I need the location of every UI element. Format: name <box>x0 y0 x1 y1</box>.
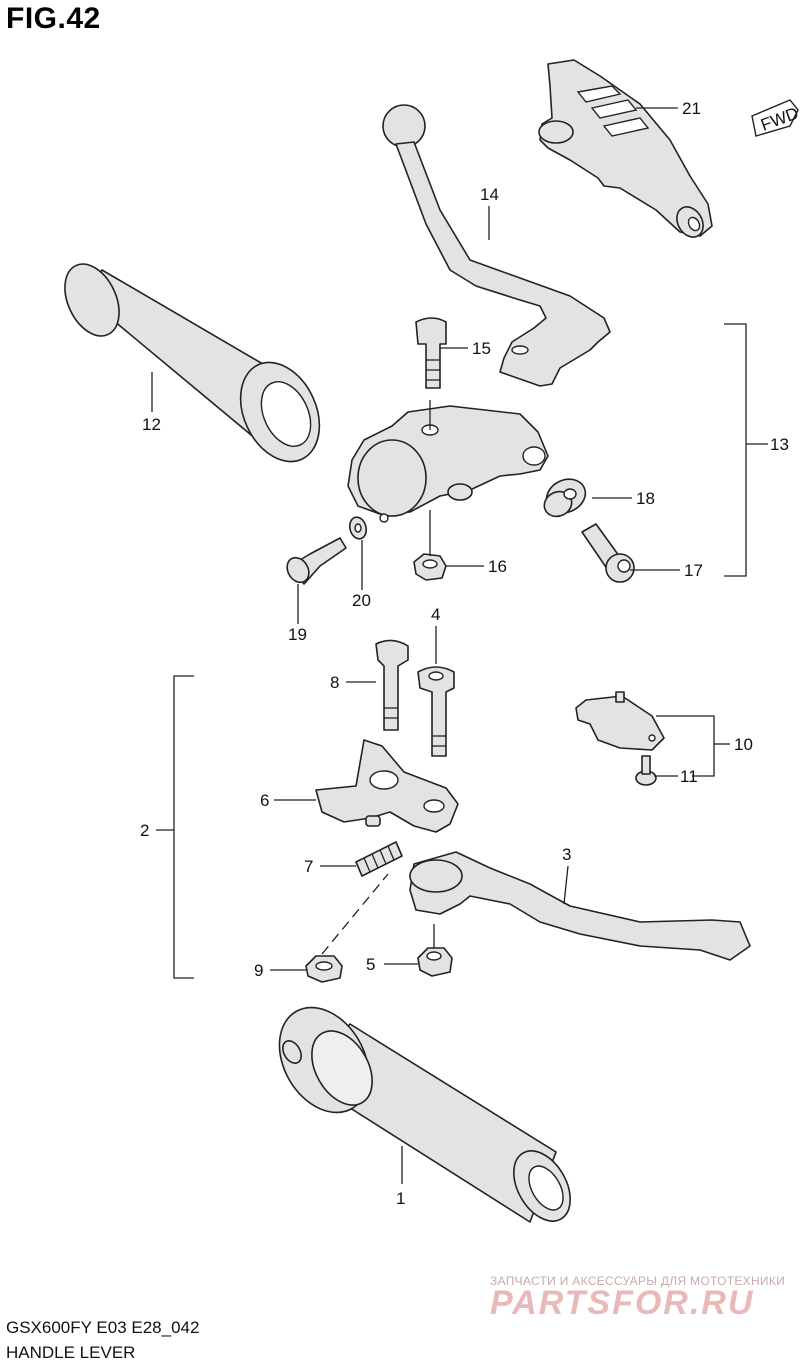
callout-labels: 21 14 12 15 13 18 17 16 20 19 4 8 2 6 7 … <box>140 99 789 1208</box>
callout-20: 20 <box>352 591 371 610</box>
part-1-right-grip <box>278 1006 571 1223</box>
callout-16: 16 <box>488 557 507 576</box>
callout-13: 13 <box>770 435 789 454</box>
lever-holder-bracket <box>347 405 549 523</box>
model-code: GSX600FY E03 E28_042 <box>6 1318 200 1337</box>
part-9-nut <box>305 955 343 983</box>
part-21-throttle-grip <box>538 59 713 238</box>
callout-15: 15 <box>472 339 491 358</box>
callout-6: 6 <box>260 791 269 810</box>
part-11-screw <box>635 755 657 786</box>
part-19-bolt <box>286 537 347 585</box>
callout-4: 4 <box>431 605 440 624</box>
forward-direction-arrow: FWD <box>751 99 800 137</box>
figure-title: FIG.42 <box>6 2 101 35</box>
callout-3: 3 <box>562 845 571 864</box>
callout-11: 11 <box>680 767 698 786</box>
part-16-nut <box>413 553 447 581</box>
callout-21: 21 <box>682 99 701 118</box>
callout-10: 10 <box>734 735 753 754</box>
watermark-brand: PARTSFOR.RU <box>490 1284 755 1322</box>
callout-2: 2 <box>140 821 149 840</box>
section-title: HANDLE LEVER <box>6 1343 136 1362</box>
part-18-adjuster <box>543 478 587 518</box>
callout-19: 19 <box>288 625 307 644</box>
callout-14: 14 <box>480 185 499 204</box>
callout-8: 8 <box>330 673 339 692</box>
part-8-pivot-bolt <box>375 639 409 731</box>
part-4-bolt <box>417 666 455 757</box>
part-10-brake-light-switch <box>575 691 665 751</box>
callout-5: 5 <box>366 955 375 974</box>
callout-18: 18 <box>636 489 655 508</box>
part-7-spring <box>355 841 403 877</box>
part-14-clutch-lever <box>382 104 611 387</box>
part-20-washer <box>348 516 368 540</box>
part-5-nut <box>417 947 453 977</box>
callout-7: 7 <box>304 857 313 876</box>
part-6-lever-bracket <box>315 739 459 833</box>
part-12-left-grip <box>64 263 321 463</box>
watermark-tagline: ЗАПЧАСТИ И АКСЕССУАРЫ ДЛЯ МОТОТЕХНИКИ <box>490 1274 786 1288</box>
callout-12: 12 <box>142 415 161 434</box>
callout-9: 9 <box>254 961 263 980</box>
fwd-label: FWD <box>758 104 800 135</box>
part-15-pivot-bolt <box>415 317 447 389</box>
part-17-cable-adjuster <box>581 523 635 583</box>
part-3-brake-lever <box>409 851 751 961</box>
leader-lines <box>151 107 768 1184</box>
callout-1: 1 <box>396 1189 405 1208</box>
callout-17: 17 <box>684 561 703 580</box>
